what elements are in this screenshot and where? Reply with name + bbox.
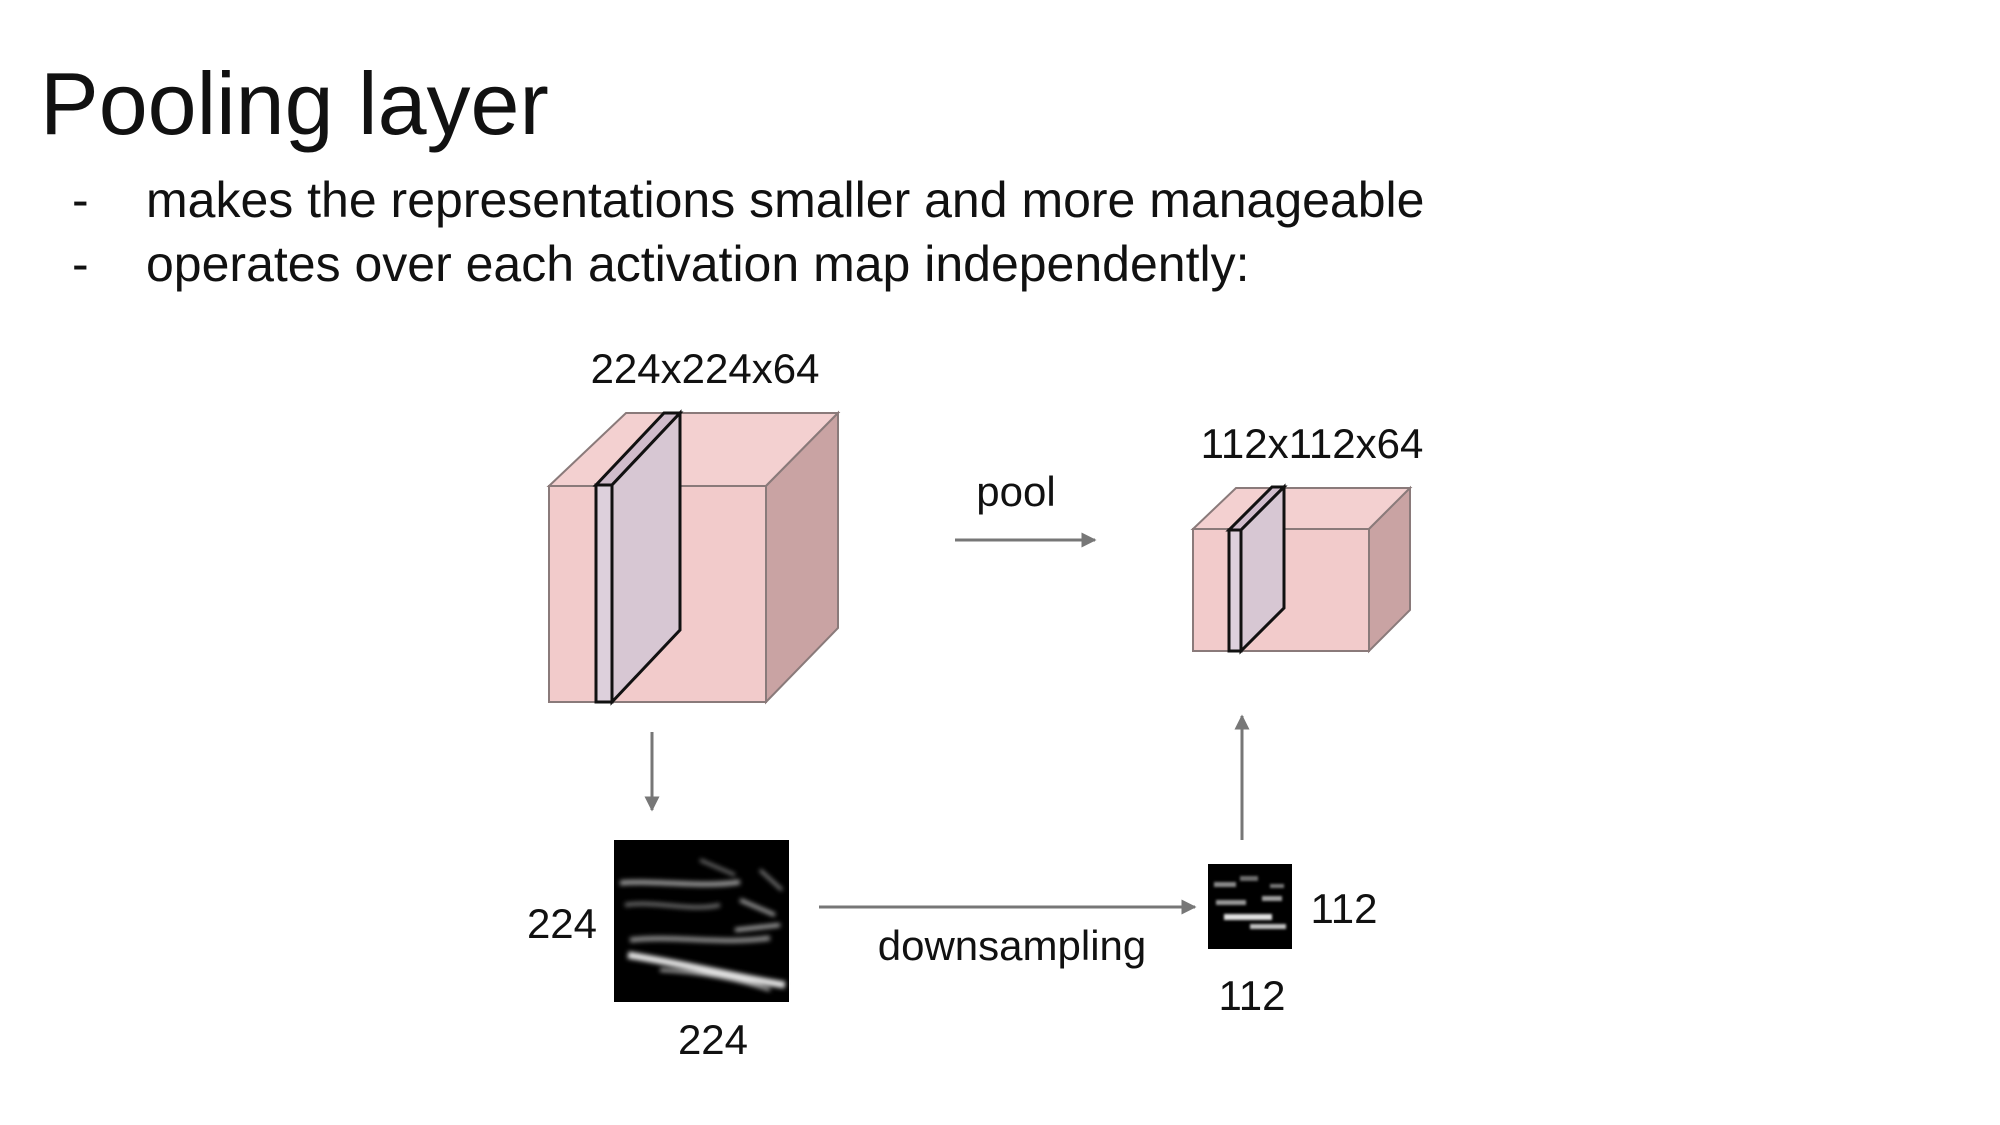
input-activation-slice: [592, 409, 684, 706]
output-map-height-label: 112: [1311, 885, 1378, 932]
bullet-item: - operates over each activation map inde…: [72, 232, 1424, 296]
bullet-text: makes the representations smaller and mo…: [146, 172, 1425, 228]
bullet-dash: -: [72, 172, 89, 228]
input-volume-label: 224x224x64: [591, 345, 820, 392]
bullet-text: operates over each activation map indepe…: [146, 236, 1250, 292]
bullet-list: - makes the representations smaller and …: [72, 168, 1424, 296]
input-map-width-label: 224: [678, 1016, 748, 1063]
output-activation-slice: [1225, 483, 1288, 655]
downsampling-label: downsampling: [878, 922, 1147, 969]
input-volume: [546, 409, 841, 706]
bullet-dash: -: [72, 236, 89, 292]
input-activation-map: [614, 840, 789, 1002]
input-map-height-label: 224: [527, 900, 597, 947]
output-volume: [1190, 483, 1413, 655]
bullet-item: - makes the representations smaller and …: [72, 168, 1424, 232]
slide-title: Pooling layer: [40, 54, 549, 153]
output-activation-map: [1208, 864, 1292, 949]
output-map-width-label: 112: [1219, 972, 1286, 1019]
output-volume-label: 112x112x64: [1201, 420, 1424, 467]
pool-label: pool: [976, 468, 1055, 515]
